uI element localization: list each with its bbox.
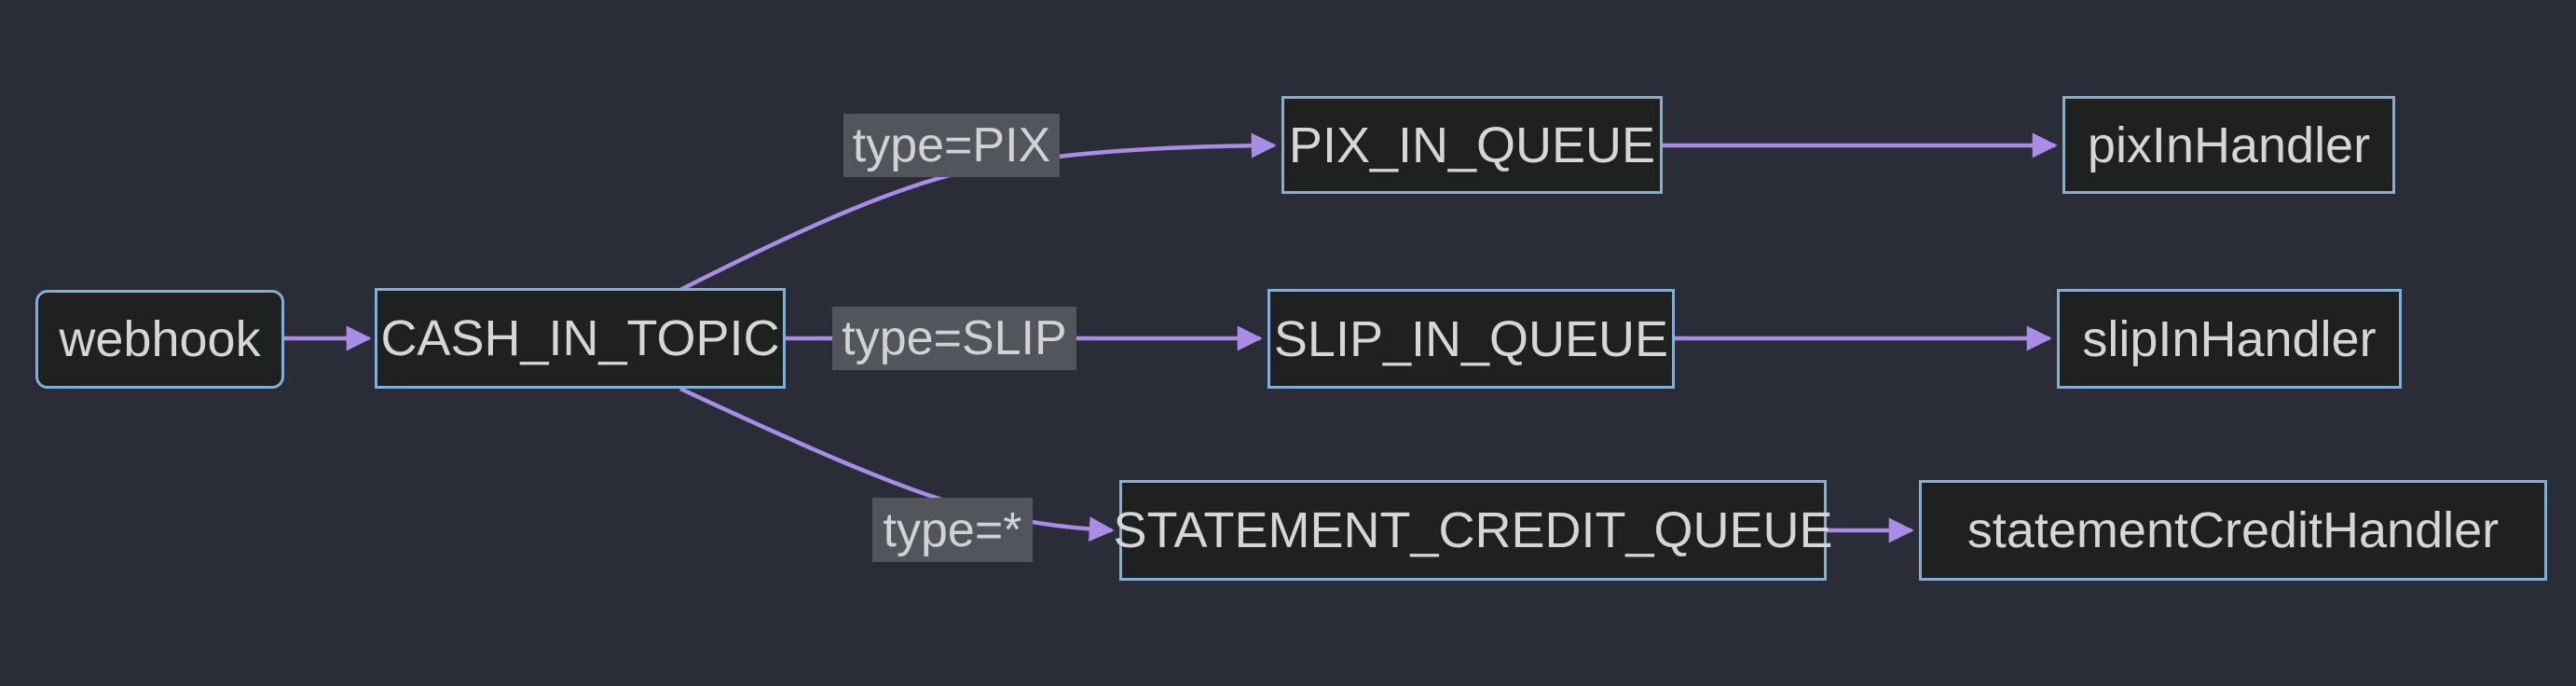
node-pix-in-queue-label: PIX_IN_QUEUE	[1288, 117, 1656, 173]
edge-label-type-pix: type=PIX	[843, 114, 1060, 177]
node-webhook: webhook	[35, 290, 284, 389]
node-pix-in-handler: pixInHandler	[2062, 96, 2395, 194]
node-slip-in-queue: SLIP_IN_QUEUE	[1267, 289, 1675, 389]
node-statement-credit-queue-label: STATEMENT_CREDIT_QUEUE	[1113, 502, 1833, 558]
node-cash-in-topic-label: CASH_IN_TOPIC	[380, 310, 780, 366]
edge-label-type-star-text: type=*	[883, 502, 1022, 557]
node-slip-in-handler-label: slipInHandler	[2082, 310, 2377, 367]
node-statement-credit-handler-label: statementCreditHandler	[1966, 502, 2500, 558]
node-webhook-label: webhook	[59, 311, 261, 367]
edge-label-type-slip-text: type=SLIP	[842, 311, 1067, 365]
edge-label-type-pix-text: type=PIX	[852, 118, 1051, 172]
node-statement-credit-handler: statementCreditHandler	[1919, 480, 2547, 581]
node-statement-credit-queue: STATEMENT_CREDIT_QUEUE	[1113, 480, 1833, 581]
node-pix-in-handler-label: pixInHandler	[2087, 117, 2371, 173]
node-pix-in-queue: PIX_IN_QUEUE	[1281, 96, 1663, 194]
edge-label-type-slip: type=SLIP	[832, 307, 1076, 370]
edge-label-type-star: type=*	[872, 498, 1033, 562]
node-slip-in-handler: slipInHandler	[2057, 289, 2402, 389]
node-cash-in-topic: CASH_IN_TOPIC	[375, 288, 786, 389]
node-slip-in-queue-label: SLIP_IN_QUEUE	[1273, 310, 1669, 367]
